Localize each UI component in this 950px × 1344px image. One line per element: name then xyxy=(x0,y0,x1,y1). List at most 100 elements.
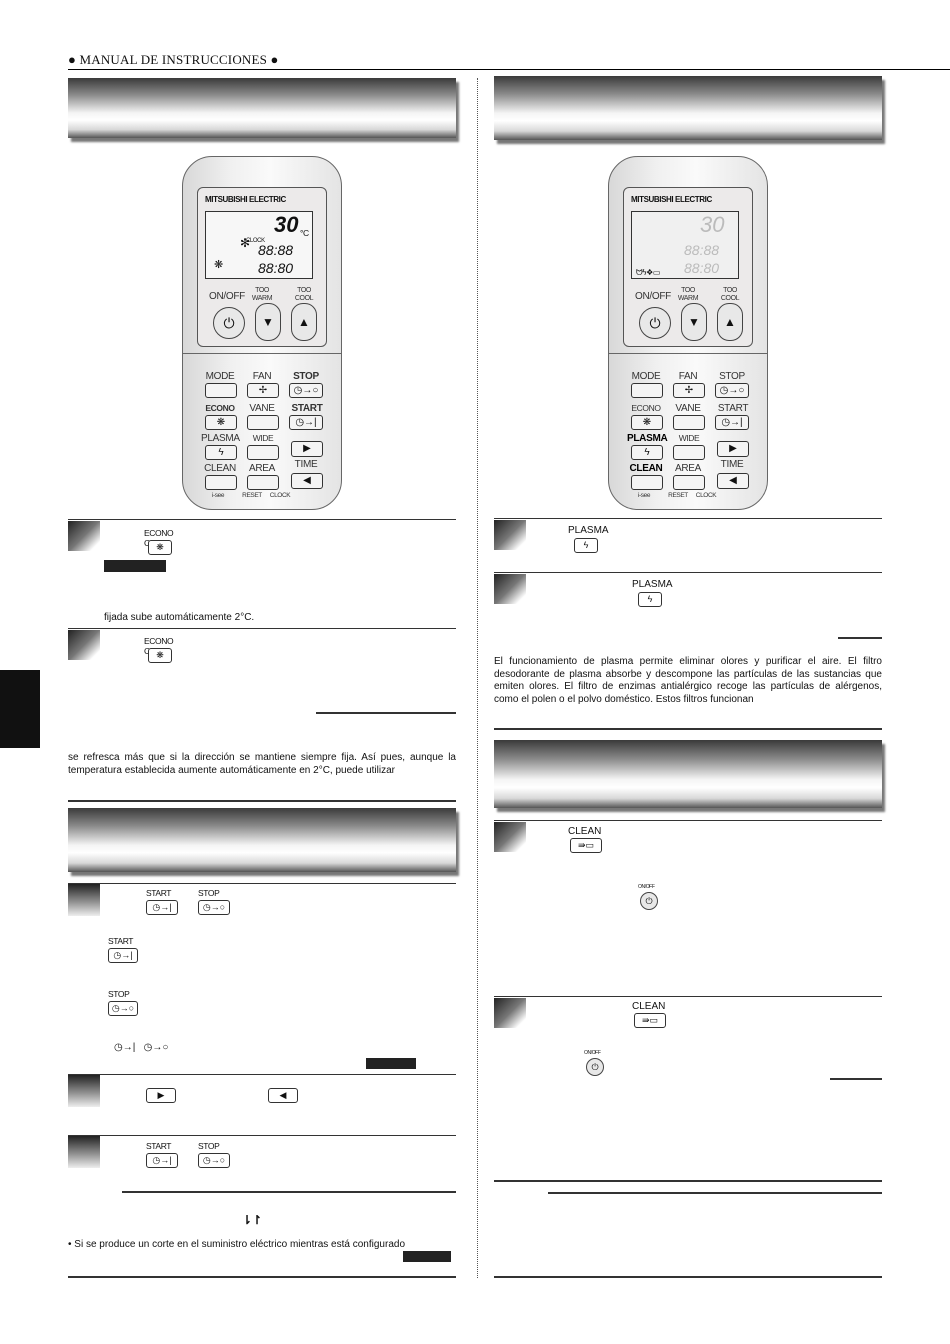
econo-icon: ❋ xyxy=(214,259,224,271)
wide-vane-button[interactable] xyxy=(673,445,705,460)
fan-button[interactable]: ✢ xyxy=(673,383,705,398)
brand-label: MITSUBISHI ELECTRIC xyxy=(205,195,286,204)
clock-button-label: CLOCK xyxy=(695,492,717,499)
highlight-bar xyxy=(403,1251,451,1262)
plasma-button[interactable]: ϟ xyxy=(205,445,237,460)
back-inline-button: ◀ xyxy=(268,1088,298,1103)
step-1-square xyxy=(68,884,100,916)
vane-label: VANE xyxy=(249,403,275,414)
isee-label: i-see xyxy=(211,492,225,499)
too-warm-button[interactable]: ▼ xyxy=(255,303,281,341)
stop-label: STOP xyxy=(719,371,745,382)
onoff-button[interactable]: ⏻ xyxy=(639,307,671,339)
timer-arrows-icon: ⇂↾ xyxy=(242,1213,263,1227)
power-icon: ⏻ xyxy=(223,315,235,331)
step-2-marker xyxy=(494,574,526,604)
plasma-button[interactable]: ϟ xyxy=(631,445,663,460)
time-back-button[interactable]: ◀ xyxy=(717,473,749,489)
section-tab-marker xyxy=(0,670,40,748)
onoff-button[interactable]: ⏻ xyxy=(213,307,245,339)
timer-stop-icon: ◷→○ xyxy=(293,385,319,396)
note-text: se refresca más que si la dirección se m… xyxy=(68,752,456,776)
timer-readout-1: 88:88 xyxy=(684,242,720,258)
area-button[interactable] xyxy=(673,475,705,490)
clean-button[interactable] xyxy=(205,475,237,490)
plasma-description: El funcionamiento de plasma permite elim… xyxy=(494,656,882,705)
timer-stop-button[interactable]: ◷→○ xyxy=(289,383,323,398)
onoff-inline-icon-2: ⏻ xyxy=(586,1058,604,1076)
step-1-text: fijada sube automáticamente 2°C. xyxy=(104,612,255,623)
section-title-timer xyxy=(68,808,456,872)
timer-start-inline-button: ◷→| xyxy=(146,900,178,915)
time-forward-button[interactable]: ▶ xyxy=(717,441,749,457)
down-arrow-icon: ▼ xyxy=(262,315,274,329)
area-label: AREA xyxy=(674,463,702,474)
area-button[interactable] xyxy=(247,475,279,490)
fan-button[interactable]: ✢ xyxy=(247,383,279,398)
too-cool-label: TOO COOL xyxy=(294,287,314,302)
vane-button[interactable] xyxy=(247,415,279,430)
note-rule xyxy=(122,1191,456,1193)
plasma-label: PLASMA xyxy=(627,433,668,444)
econo-cool-icon: ❋ xyxy=(216,417,226,428)
start-label: START xyxy=(291,403,323,414)
plasma-inline-label-2: PLASMA xyxy=(632,579,673,590)
timer-stop-button[interactable]: ◷→○ xyxy=(715,383,749,398)
step-2-marker xyxy=(494,998,526,1028)
clean-label: CLEAN xyxy=(204,463,236,474)
start-inline-label-2: START xyxy=(108,936,134,946)
timer-start-icon: ◷→| xyxy=(295,417,317,428)
section-title-clean xyxy=(494,740,882,808)
timer-start-button[interactable]: ◷→| xyxy=(715,415,749,430)
time-back-button[interactable]: ◀ xyxy=(291,473,323,489)
play-right-icon: ▶ xyxy=(729,443,737,454)
temperature-unit: °C xyxy=(300,228,309,238)
econo-cool-inline-button-2: ❋ xyxy=(148,648,172,663)
timer-stop-inline-button-2: ◷→○ xyxy=(108,1001,138,1016)
plasma-inline-button-2: ϟ xyxy=(638,592,662,607)
step-2-marker xyxy=(68,630,100,660)
temperature-readout: 30 xyxy=(700,212,725,237)
button-panel xyxy=(609,353,767,504)
timer-stop-inline-button-3: ◷→○ xyxy=(198,1153,230,1168)
timer-start-button[interactable]: ◷→| xyxy=(289,415,323,430)
econo-cool-button[interactable]: ❋ xyxy=(631,415,663,430)
step-rule xyxy=(494,996,882,997)
timer-stop-icon: ◷→○ xyxy=(719,385,745,396)
up-arrow-icon: ▲ xyxy=(724,315,736,329)
onoff-inline-label-2: ON/OFF xyxy=(584,1050,601,1056)
mode-button[interactable] xyxy=(205,383,237,398)
play-left-icon: ◀ xyxy=(303,475,311,486)
clean-inline-label: CLEAN xyxy=(568,826,602,837)
econo-cool-button[interactable]: ❋ xyxy=(205,415,237,430)
clean-inline-label-2: CLEAN xyxy=(632,1001,666,1012)
time-forward-button[interactable]: ▶ xyxy=(291,441,323,457)
fan-label: FAN xyxy=(252,371,272,382)
mode-button[interactable] xyxy=(631,383,663,398)
step-rule xyxy=(68,519,456,520)
too-cool-button[interactable]: ▲ xyxy=(717,303,743,341)
fan-icon: ✢ xyxy=(684,385,694,396)
wide-vane-button[interactable] xyxy=(247,445,279,460)
too-cool-button[interactable]: ▲ xyxy=(291,303,317,341)
vane-button[interactable] xyxy=(673,415,705,430)
start-inline-label: START xyxy=(146,888,172,898)
time-label: TIME xyxy=(294,459,318,470)
onoff-inline-icon: ⏻ xyxy=(640,892,658,910)
section-end-rule xyxy=(68,1276,456,1278)
remote-control-right: MITSUBISHI ELECTRIC 30 88:88 88:80 ᗢϟ❖▭ … xyxy=(608,156,768,510)
lcd-display: 30 88:88 88:80 ᗢϟ❖▭ xyxy=(631,211,739,279)
section-rule xyxy=(494,1180,882,1182)
section-title-plasma xyxy=(494,76,882,140)
clean-button[interactable] xyxy=(631,475,663,490)
step-1-marker xyxy=(494,520,526,550)
column-divider xyxy=(477,78,478,1278)
section-title-econo-cool xyxy=(68,78,456,138)
step-rule xyxy=(68,883,456,884)
econo-cool-icon: ❋ xyxy=(642,417,652,428)
step-rule xyxy=(68,628,456,629)
reset-label: RESET xyxy=(668,492,688,499)
too-warm-button[interactable]: ▼ xyxy=(681,303,707,341)
clean-inline-button: ⇛▭ xyxy=(570,838,602,853)
step-rule xyxy=(494,518,882,519)
